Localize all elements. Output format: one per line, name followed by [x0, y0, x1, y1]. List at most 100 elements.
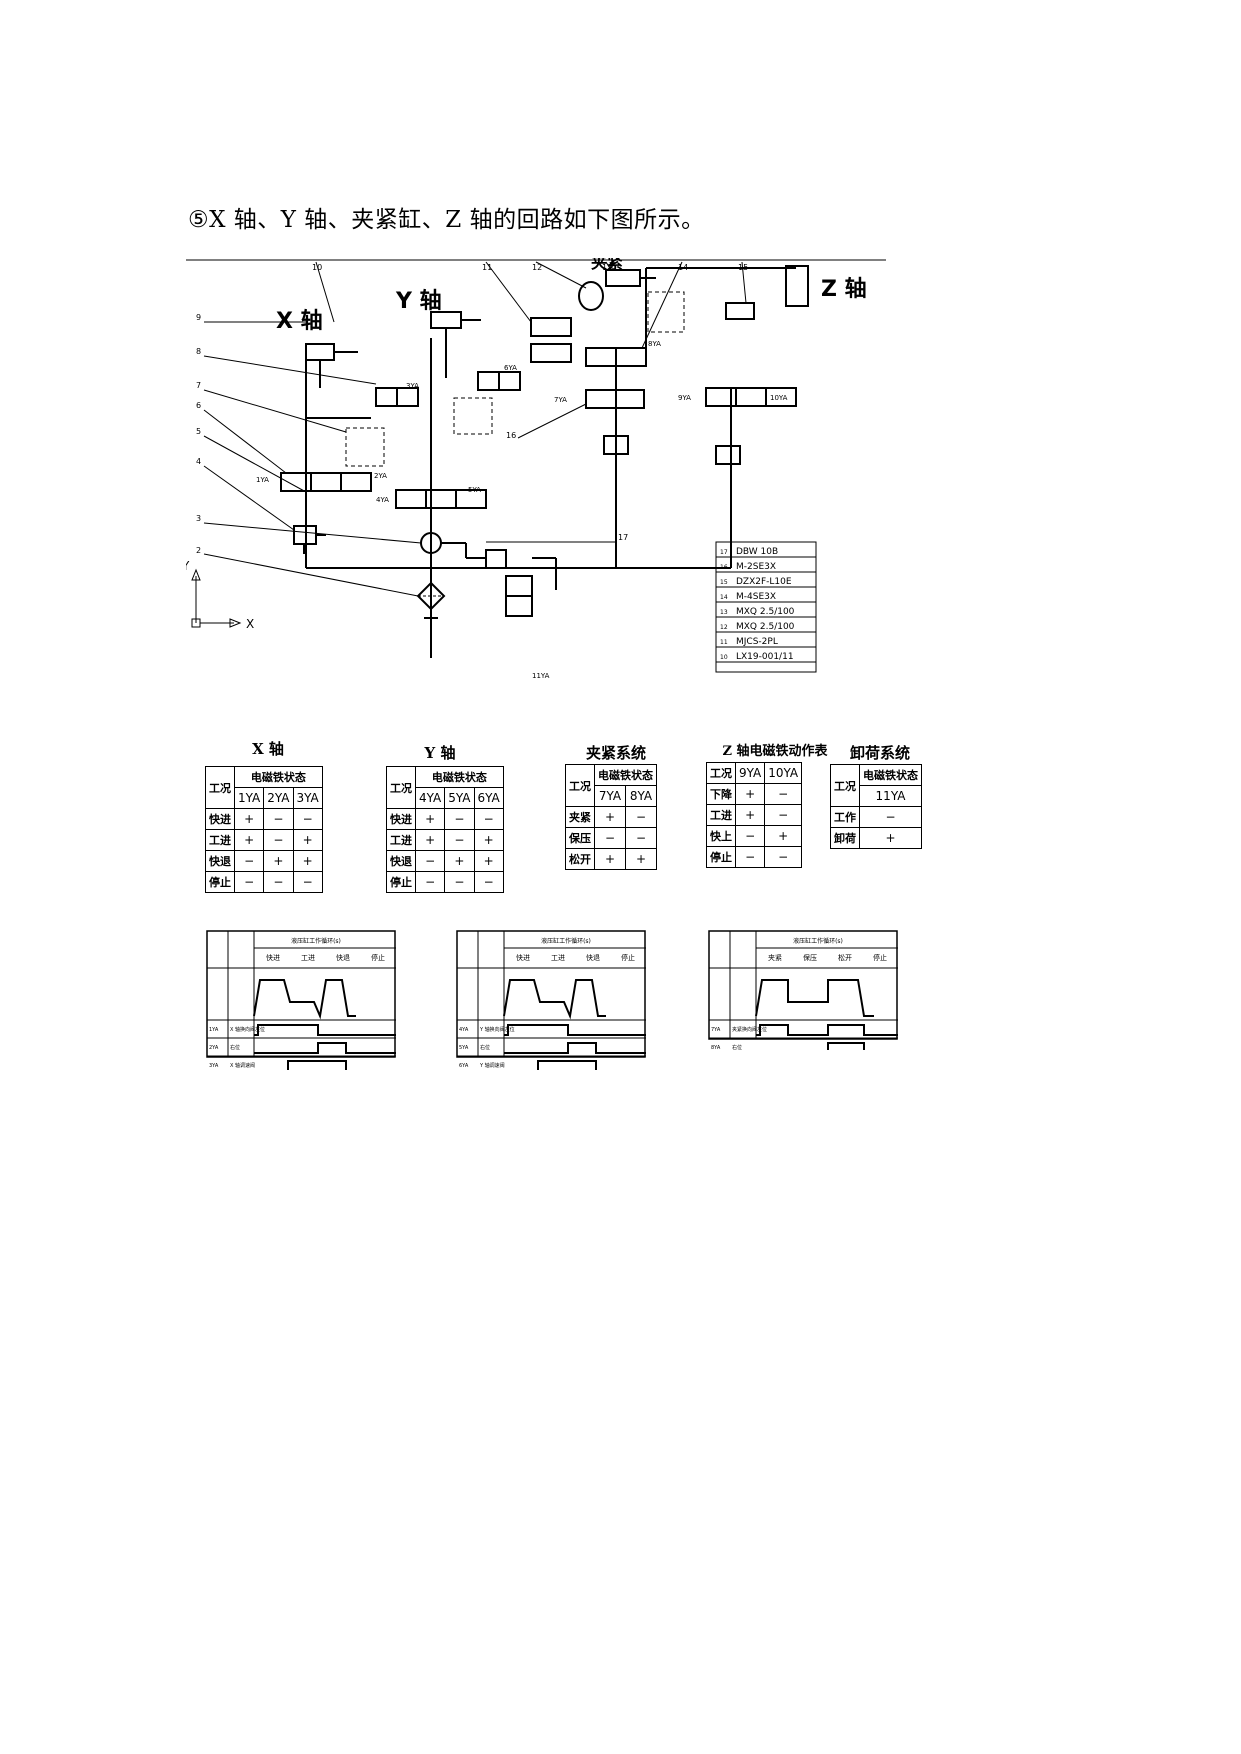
callout-9: 9 [196, 313, 201, 322]
solenoid-col-header: 7YA [594, 785, 626, 807]
solenoid-11ya: 11YA [532, 672, 550, 680]
timing-row-text: Y 轴调速阀 [479, 1062, 505, 1069]
condition-cell: 工进 [386, 829, 416, 851]
table-row: 快进+−− [205, 808, 323, 830]
timing-phase: 工进 [301, 954, 315, 962]
timing-header: 液压缸工作循环(s) [541, 937, 591, 945]
state-cell: − [263, 829, 294, 851]
timing-row-code: 4YA [459, 1027, 469, 1033]
state-cell: + [625, 848, 657, 870]
y-axis-label: Y 轴 [395, 288, 442, 314]
bom-no: 16 [720, 564, 728, 571]
group-header: 电磁铁状态 [415, 766, 504, 788]
timing-phase: 松开 [838, 953, 852, 962]
table-row: 快退−++ [205, 850, 323, 872]
timing-row-code: 8YA [711, 1045, 721, 1050]
timing-phase: 停止 [873, 953, 887, 962]
timing-phase: 快进 [516, 953, 530, 962]
x-arrow-label: X [246, 617, 254, 631]
callout-16: 16 [506, 431, 516, 440]
timing-phase: 快退 [336, 953, 350, 962]
timing-row-code: 2YA [209, 1045, 219, 1051]
group-header: 电磁铁状态 [234, 766, 323, 788]
bom-name: DBW 10B [736, 547, 778, 557]
callout-13: 13 [602, 263, 612, 272]
callout-11: 11 [482, 263, 492, 272]
solenoid-col-header: 1YA [233, 787, 265, 809]
state-cell: − [414, 850, 446, 872]
state-cell: − [764, 783, 803, 805]
table-row: 停止−−− [386, 871, 504, 893]
state-cell: − [859, 806, 922, 828]
state-cell: + [263, 850, 294, 872]
state-cell: + [292, 829, 323, 851]
timing-row-text: 右位 [480, 1044, 490, 1051]
solenoid-col-header: 6YA [473, 787, 504, 809]
callout-3: 3 [196, 514, 201, 523]
bom-no: 15 [720, 579, 728, 586]
state-cell: + [764, 825, 803, 847]
solenoid-signal [504, 1060, 646, 1070]
timing-row-text: 右位 [732, 1044, 742, 1050]
timing-phase: 保压 [803, 953, 817, 962]
bom-name: M-4SE3X [736, 592, 776, 602]
state-cell: − [263, 808, 294, 830]
solenoid-col-header: 8YA [625, 785, 657, 807]
solenoid-2ya: 2YA [374, 472, 387, 480]
table-header-row: 工况电磁铁状态 [205, 766, 323, 809]
timing-row-code: 3YA [209, 1063, 219, 1069]
table-row: 卸荷+ [830, 827, 922, 849]
callout-5: 5 [196, 427, 201, 436]
bom-no: 14 [720, 594, 728, 601]
solenoid-signal [504, 1024, 646, 1036]
state-cell: + [473, 829, 504, 851]
solenoid-4ya: 4YA [376, 496, 389, 504]
z-table-title: Z 轴电磁铁动作表 [722, 744, 828, 759]
solenoid-signal [254, 1060, 396, 1070]
solenoid-6ya: 6YA [504, 364, 517, 372]
state-cell: + [444, 850, 475, 872]
condition-header: 工况 [205, 766, 235, 809]
timing-row-text: 夹紧换向阀左位 [732, 1026, 767, 1033]
callout-12: 12 [532, 263, 542, 272]
state-cell: − [764, 804, 803, 826]
timing-row-code: 1YA [209, 1027, 219, 1033]
solenoid-10ya: 10YA [770, 394, 788, 402]
solenoid-7ya: 7YA [554, 396, 567, 404]
z-axis-label: Z 轴 [821, 276, 867, 302]
condition-cell: 快退 [386, 850, 416, 872]
bom-name: M-2SE3X [736, 562, 776, 572]
condition-cell: 停止 [205, 871, 235, 893]
solenoid-col-header: 4YA [414, 787, 446, 809]
x-axis-label: X 轴 [276, 308, 323, 334]
state-cell: − [473, 808, 504, 830]
y-arrow-label: Y [186, 559, 190, 573]
solenoid-labels: 1YA 2YA 3YA 4YA 5YA 6YA 7YA 8YA 9YA 10YA… [256, 340, 788, 680]
callout-7: 7 [196, 381, 201, 390]
table-header-row: 工况电磁铁状态 [386, 766, 504, 809]
unload-table-title: 卸荷系统 [849, 744, 910, 762]
bom-no: 10 [720, 654, 728, 661]
solenoid-signal [827, 1042, 865, 1050]
timing-phase: 工进 [551, 954, 565, 962]
state-cell: − [734, 825, 766, 847]
state-cell: − [292, 808, 323, 830]
solenoid-signal [254, 1042, 396, 1054]
timing-row-code: 5YA [459, 1045, 469, 1051]
cycle-waveform [253, 979, 356, 1020]
solenoid-col-header: 10YA [764, 762, 803, 784]
table-header-row: 工况电磁铁状态 [830, 764, 922, 807]
condition-cell: 快上 [706, 825, 736, 847]
solenoid-signal [504, 1042, 646, 1054]
table-row: 下降+− [706, 783, 803, 805]
table-row: 快进+−− [386, 808, 504, 830]
